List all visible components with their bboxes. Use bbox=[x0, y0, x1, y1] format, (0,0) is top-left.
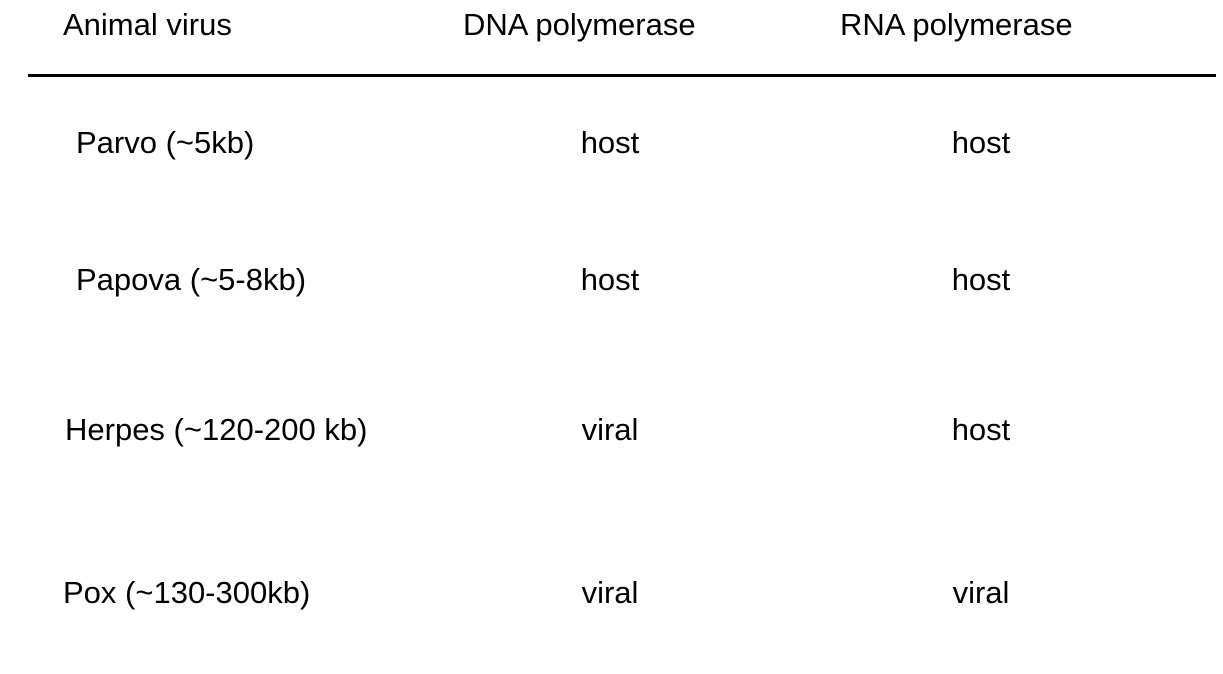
virus-name-herpes: Herpes (~120-200 kb) bbox=[65, 412, 368, 447]
virus-name-pox: Pox (~130-300kb) bbox=[63, 575, 311, 610]
dna-polymerase-value-pox: viral bbox=[581, 575, 639, 610]
column-header-animal-virus: Animal virus bbox=[63, 7, 232, 42]
virus-name-parvo: Parvo (~5kb) bbox=[76, 125, 255, 160]
column-header-rna-polymerase: RNA polymerase bbox=[840, 7, 1073, 42]
rna-polymerase-value-pox: viral bbox=[952, 575, 1010, 610]
rna-polymerase-value-herpes: host bbox=[951, 412, 1011, 447]
rna-polymerase-value-parvo: host bbox=[951, 125, 1011, 160]
virus-name-papova: Papova (~5-8kb) bbox=[76, 262, 307, 297]
rna-polymerase-value-papova: host bbox=[951, 262, 1011, 297]
column-header-dna-polymerase: DNA polymerase bbox=[463, 7, 696, 42]
header-divider bbox=[28, 74, 1216, 77]
dna-polymerase-value-parvo: host bbox=[580, 125, 640, 160]
dna-polymerase-value-herpes: viral bbox=[581, 412, 639, 447]
dna-polymerase-value-papova: host bbox=[580, 262, 640, 297]
